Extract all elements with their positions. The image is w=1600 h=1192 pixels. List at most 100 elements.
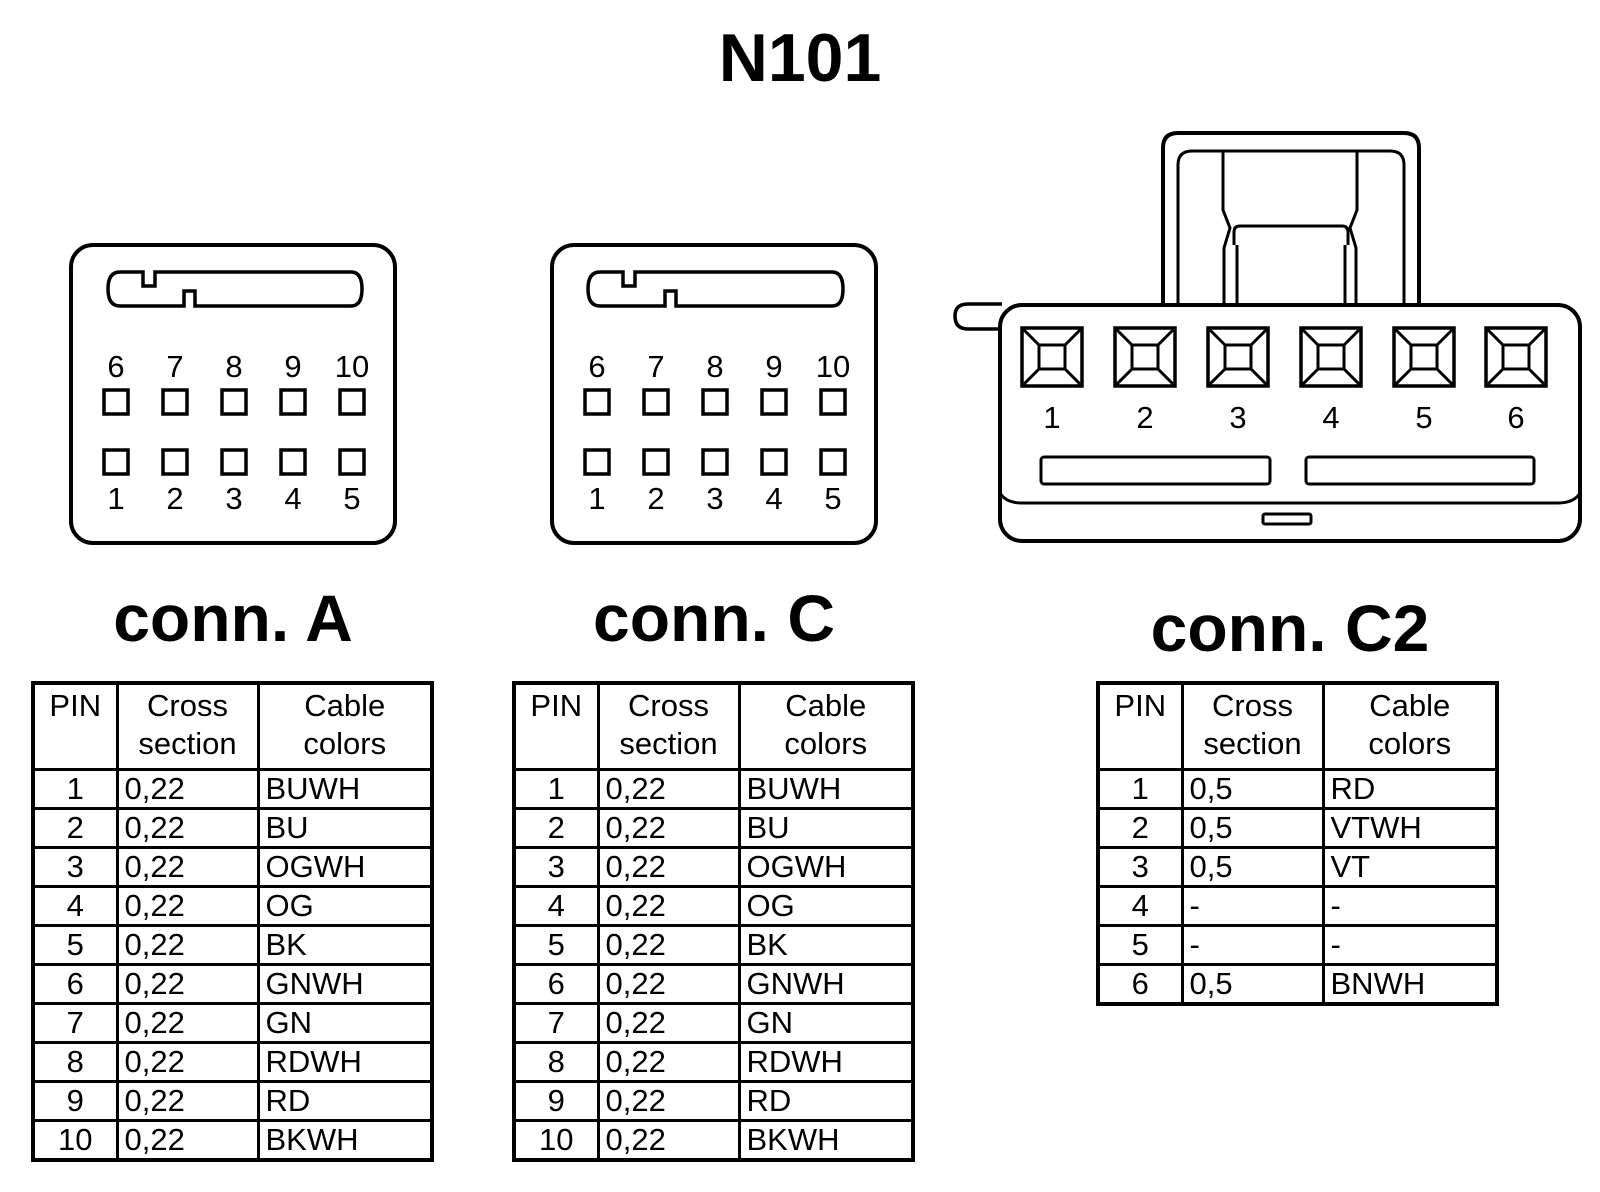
pin-socket: [279, 388, 307, 416]
pin-socket: [701, 448, 729, 476]
pin-cell: 5: [512, 923, 600, 966]
cable-color-cell: OG: [737, 884, 915, 927]
terminal-cavity: [1206, 326, 1270, 388]
cable-color-cell: BNWH: [1321, 962, 1499, 1005]
pin-cell: 7: [512, 1001, 600, 1044]
table-row: 5--: [1096, 923, 1499, 966]
connector-c-label: conn. C: [593, 581, 835, 655]
pin-number-label: 8: [225, 349, 242, 384]
pin-number-label: 3: [706, 481, 723, 516]
pin-socket: [819, 448, 847, 476]
pin-header: PIN: [512, 681, 600, 771]
pin-number-label: 5: [1415, 400, 1432, 435]
terminal-cavity: [1113, 326, 1177, 388]
pin-number-label: 7: [647, 349, 664, 384]
cable-color-cell: OG: [256, 884, 434, 927]
pin-number-label: 4: [284, 481, 301, 516]
cable-color-cell: BK: [256, 923, 434, 966]
pin-cell: 9: [512, 1079, 600, 1122]
pin-socket: [583, 388, 611, 416]
pin-number-label: 1: [107, 481, 124, 516]
pin-cell: 1: [512, 767, 600, 810]
connector-c2-label: conn. C2: [1150, 591, 1430, 665]
pin-socket: [220, 388, 248, 416]
pin-number-label: 8: [706, 349, 723, 384]
cable-color-cell: -: [1321, 923, 1499, 966]
pin-number-label: 2: [166, 481, 183, 516]
cross-section-cell: 0,22: [596, 845, 741, 888]
pin-cell: 3: [1096, 845, 1184, 888]
diagram-title: N101: [718, 20, 882, 96]
pin-socket: [642, 448, 670, 476]
cable-color-cell: RD: [737, 1079, 915, 1122]
pin-cell: 5: [1096, 923, 1184, 966]
connector-c2-housing: [953, 131, 1582, 543]
terminal-cavity: [1020, 326, 1084, 388]
pin-number-label: 6: [107, 349, 124, 384]
cross-section-cell: 0,22: [115, 884, 260, 927]
pin-cell: 10: [31, 1118, 119, 1161]
pin-cell: 3: [512, 845, 600, 888]
cable-color-cell: BUWH: [256, 767, 434, 810]
cross-section-cell: -: [1180, 884, 1325, 927]
pin-cell: 6: [31, 962, 119, 1005]
pin-cell: 8: [512, 1040, 600, 1083]
cable-color-cell: OGWH: [737, 845, 915, 888]
pin-number-label: 3: [1229, 400, 1246, 435]
pin-number-label: 1: [1043, 400, 1060, 435]
pin-socket: [701, 388, 729, 416]
cross-section-cell: 0,22: [596, 806, 741, 849]
pin-header: PIN: [31, 681, 119, 771]
connector-a-housing: [69, 243, 397, 545]
pin-number-label: 5: [343, 481, 360, 516]
pin-socket: [338, 388, 366, 416]
cross-section-cell: 0,22: [115, 1118, 260, 1161]
cable-color-cell: BKWH: [737, 1118, 915, 1161]
cable-color-cell: RDWH: [256, 1040, 434, 1083]
pin-socket: [279, 448, 307, 476]
pin-number-label: 4: [765, 481, 782, 516]
cross-section-cell: 0,22: [596, 1001, 741, 1044]
connector-c-housing: [550, 243, 878, 545]
cross-section-cell: 0,5: [1180, 767, 1325, 810]
pin-cell: 4: [31, 884, 119, 927]
pin-header: PIN: [1096, 681, 1184, 771]
cross-section-cell: 0,22: [115, 1001, 260, 1044]
pin-socket: [760, 448, 788, 476]
cable-color-cell: OGWH: [256, 845, 434, 888]
cross-section-cell: 0,22: [596, 962, 741, 1005]
pin-number-label: 10: [816, 349, 850, 384]
cable-color-cell: GN: [737, 1001, 915, 1044]
cable-color-cell: RD: [1321, 767, 1499, 810]
connector-a-sockets: [102, 388, 366, 476]
pin-cell: 6: [512, 962, 600, 1005]
table-row: 4--: [1096, 884, 1499, 927]
pin-socket: [819, 388, 847, 416]
